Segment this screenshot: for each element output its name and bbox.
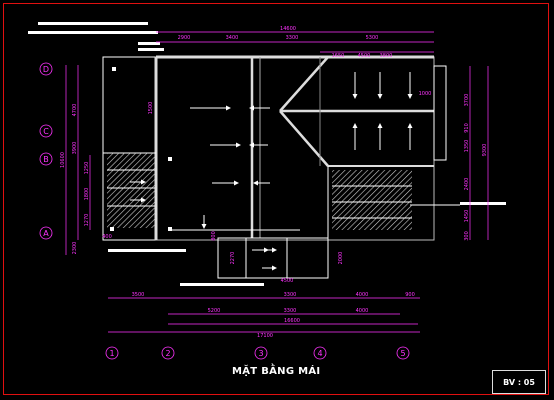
dim-top-segment: 3400	[226, 35, 239, 41]
dim-bottom-row1: 3300	[284, 292, 297, 298]
slope-arrows	[130, 72, 413, 271]
dim-bottom-row1: 900	[405, 292, 415, 298]
dim-left-outer: 10600	[60, 152, 66, 168]
svg-text:5: 5	[400, 349, 405, 358]
svg-text:4: 4	[317, 349, 322, 358]
dimension-labels: 14600 2900 3400 3300 5300 1650 3800 3500 3300 400…	[60, 26, 488, 339]
dim-right-inner: 3700	[464, 94, 470, 107]
svg-text:A: A	[43, 229, 49, 238]
dim-misc: 2270	[230, 252, 236, 265]
dim-bottom-row1: 4000	[356, 292, 369, 298]
dim-top-sub: 3800	[380, 53, 393, 59]
grid-bubble-col-1: 1	[105, 346, 119, 360]
dim-right-inner: 1450	[464, 210, 470, 223]
dim-left-mid: 2300	[72, 242, 78, 255]
dim-misc: 1000	[419, 91, 432, 97]
dim-left-inner: 1800	[84, 188, 90, 201]
grid-bubbles: 1 2 3 4 5 D C B A	[39, 62, 410, 360]
grid-bubble-row-B: B	[39, 152, 53, 166]
dim-misc: 400	[102, 234, 112, 240]
dim-right-inner: 2400	[464, 178, 470, 191]
dim-bottom-row2: 3300	[284, 308, 297, 314]
sheet-frame	[3, 3, 549, 395]
dim-top-segment: 2900	[178, 35, 191, 41]
dim-right-inner: 1350	[464, 140, 470, 153]
dim-misc: 800	[211, 231, 217, 241]
svg-text:C: C	[43, 127, 49, 136]
dim-misc: 2000	[338, 252, 344, 265]
dim-bottom-overall: 17100	[257, 333, 273, 339]
dim-top-sub: 1650	[332, 53, 345, 59]
svg-text:B: B	[43, 155, 49, 164]
dim-top-overall: 14600	[280, 26, 296, 32]
grid-bubble-col-5: 5	[396, 346, 410, 360]
dim-top-segment: 5300	[366, 35, 379, 41]
dimension-lines	[65, 31, 489, 333]
sheet-code-box: BV : 05	[492, 370, 546, 394]
dim-misc: 4500	[281, 278, 294, 284]
grid-bubble-row-C: C	[39, 124, 53, 138]
grid-bubble-row-D: D	[39, 62, 53, 76]
dim-right-inner: 910	[464, 123, 470, 133]
dim-bottom-row2: 5200	[208, 308, 221, 314]
building-outline	[102, 55, 460, 279]
dim-bottom-row2: 4000	[356, 308, 369, 314]
dim-left-inner: 1270	[84, 214, 90, 227]
grid-bubble-row-A: A	[39, 226, 53, 240]
svg-text:1: 1	[109, 349, 114, 358]
svg-text:3: 3	[258, 349, 263, 358]
hatched-roof-left	[107, 153, 155, 228]
grid-bubble-col-3: 3	[254, 346, 268, 360]
hatched-roof-right	[332, 170, 412, 230]
grid-bubble-col-4: 4	[313, 346, 327, 360]
svg-text:2: 2	[165, 349, 170, 358]
dim-misc: 4500	[358, 53, 371, 59]
dim-right-inner: 300	[464, 231, 470, 241]
svg-text:D: D	[43, 65, 49, 74]
dim-misc: 1500	[148, 102, 154, 115]
dim-right-outer: 9300	[482, 144, 488, 157]
title-block-bars	[28, 22, 506, 286]
dim-left-mid: 4700	[72, 104, 78, 117]
dim-top-segment: 3300	[286, 35, 299, 41]
dim-left-mid: 3900	[72, 142, 78, 155]
grid-bubble-col-2: 2	[161, 346, 175, 360]
dim-bottom-row3: 16600	[284, 318, 300, 324]
drawing-title: MẶT BẰNG MÁI	[232, 366, 321, 377]
dim-left-inner: 1250	[84, 162, 90, 175]
dim-bottom-row1: 3500	[132, 292, 145, 298]
